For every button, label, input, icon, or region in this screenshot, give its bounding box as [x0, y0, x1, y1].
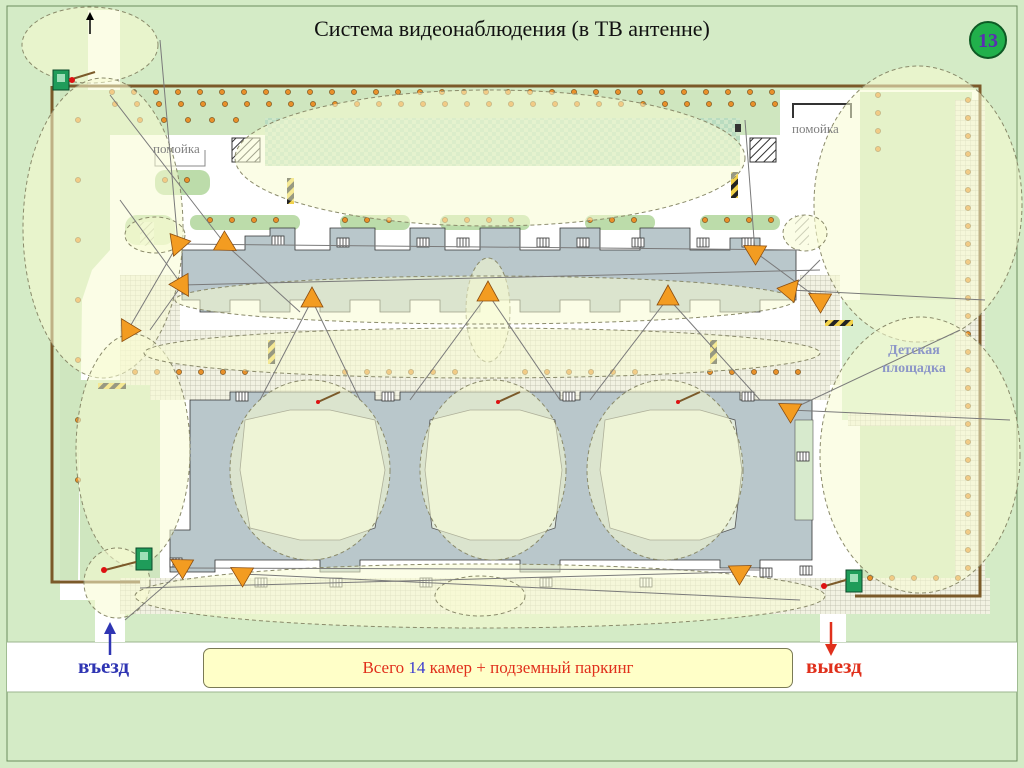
stair-icon — [536, 237, 550, 248]
triangle-camera-icon — [727, 565, 752, 586]
triangle-camera-icon — [212, 230, 237, 251]
trash-label-left: помойка — [153, 141, 200, 156]
slide-title: Система видеонаблюдения (в ТВ антенне) — [314, 16, 710, 41]
stair-icon — [759, 567, 773, 578]
exit-label: выезд — [806, 654, 862, 678]
entry-arrow-icon — [104, 622, 116, 655]
triangle-camera-icon — [169, 233, 192, 257]
triangle-camera-icon — [778, 403, 803, 424]
stair-icon — [271, 235, 285, 246]
triangle-camera-icon — [121, 318, 142, 343]
stair-icon — [631, 237, 645, 248]
triangle-camera-icon — [170, 559, 195, 580]
stair-icon — [799, 565, 813, 576]
stair-icon — [416, 237, 430, 248]
slide-number-badge: 13 — [969, 21, 1007, 59]
summary-text-before: Всего — [362, 658, 409, 677]
guard-booths — [52, 69, 863, 593]
entry-label: въезд — [78, 654, 130, 678]
stair-icon — [381, 391, 395, 402]
stair-icon — [562, 391, 576, 402]
summary-box: Всего 14 камер + подземный паркинг — [203, 648, 793, 688]
coverage-zones — [21, 6, 1023, 629]
playground-label-line2: площадка — [882, 361, 946, 376]
triangle-camera-icon — [808, 293, 833, 314]
triangle-camera-icon — [230, 567, 255, 588]
stair-icon — [696, 237, 710, 248]
triangle-camera-icon — [656, 284, 680, 306]
stair-icon — [741, 391, 755, 402]
playground-label-line1: Детская — [888, 343, 940, 358]
stair-icon — [576, 237, 590, 248]
camera-count: 14 — [408, 658, 426, 677]
triangle-camera-icon — [476, 280, 500, 302]
triangle-camera-icon — [776, 279, 799, 304]
summary-text-after: камер + подземный паркинг — [425, 658, 634, 677]
camera-sight-lines — [109, 39, 1011, 621]
north-arrow-icon — [86, 12, 94, 34]
guard-booth-icon — [101, 547, 153, 573]
cameras — [121, 230, 833, 588]
triangle-camera-icon — [168, 272, 189, 297]
guard-booth-icon — [821, 569, 863, 593]
stair-icon — [456, 237, 470, 248]
stair-icon — [796, 451, 810, 462]
stair-icon — [235, 391, 249, 402]
triangle-camera-icon — [743, 245, 768, 266]
trash-label-right: помойка — [792, 121, 839, 136]
guard-booth-icon — [52, 69, 96, 91]
exit-arrow-icon — [825, 622, 837, 656]
playground-label: Детская площадка — [864, 342, 964, 378]
triangle-camera-icon — [300, 286, 324, 308]
